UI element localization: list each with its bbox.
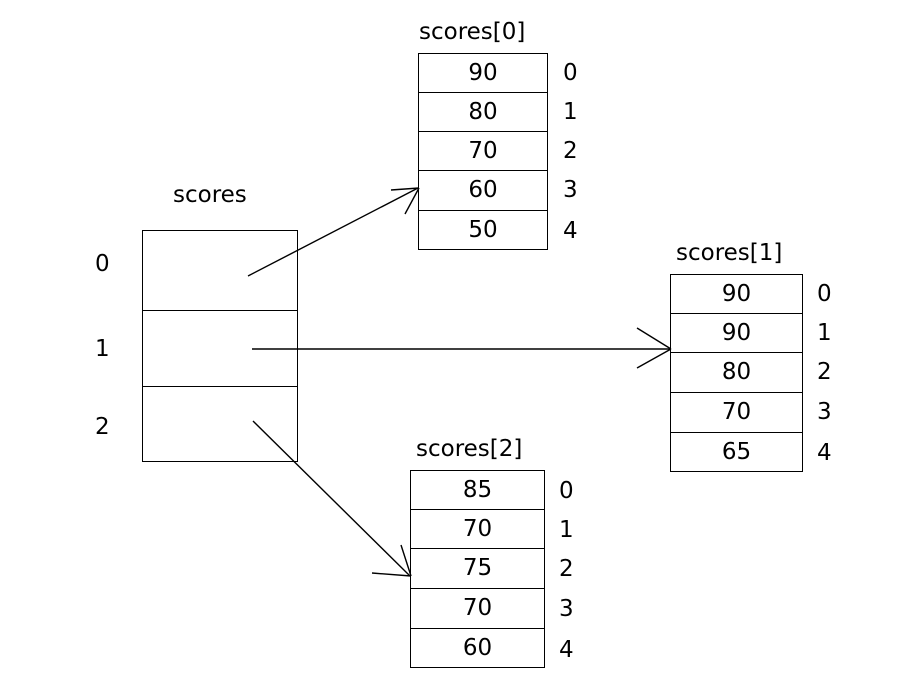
array-2-index-1: 1 bbox=[559, 517, 574, 543]
array-0-cell-4[interactable]: 50 bbox=[468, 216, 498, 243]
array-0-index-2: 2 bbox=[563, 138, 578, 164]
array-0-cell-2[interactable]: 70 bbox=[419, 132, 547, 171]
array-0-cell-0[interactable]: 90 bbox=[419, 54, 547, 93]
pointer-array-index-2: 2 bbox=[95, 414, 110, 440]
array-0-title: scores[0] bbox=[419, 19, 526, 45]
array-0-index-0: 0 bbox=[563, 60, 578, 86]
array-1-cell-0[interactable]: 90 bbox=[671, 275, 802, 314]
pointer-array-title: scores bbox=[173, 182, 247, 208]
pointer-array-index-0: 0 bbox=[95, 251, 110, 277]
array-2-index-3: 3 bbox=[559, 596, 574, 622]
array-1-index-2: 2 bbox=[817, 359, 832, 385]
array-0-index-3: 3 bbox=[563, 177, 578, 203]
array-0-cell-1[interactable]: 80 bbox=[419, 93, 547, 132]
array-0-cell-3[interactable]: 60 bbox=[419, 171, 547, 211]
array-2-index-0: 0 bbox=[559, 478, 574, 504]
array-2-cell-1[interactable]: 70 bbox=[411, 510, 544, 549]
array-0-index-4: 4 bbox=[563, 218, 578, 244]
arrow-pointer-1-to-scores1 bbox=[252, 327, 672, 369]
array-2-index-4: 4 bbox=[559, 637, 574, 663]
array-2-cell-0[interactable]: 85 bbox=[411, 471, 544, 510]
array-1-cell-4[interactable]: 65 bbox=[721, 438, 752, 465]
pointer-array-index-1: 1 bbox=[95, 336, 110, 362]
array-2-cell-2[interactable]: 75 bbox=[411, 549, 544, 589]
array-1-index-1: 1 bbox=[817, 320, 832, 346]
array-2-index-2: 2 bbox=[559, 556, 574, 582]
pointer-array-cell-1[interactable] bbox=[143, 311, 297, 387]
array-2-box: 85 70 75 70 60 bbox=[410, 470, 545, 668]
array-2-cell-4[interactable]: 60 bbox=[462, 634, 493, 661]
array-1-title: scores[1] bbox=[676, 240, 783, 266]
array-1-box: 90 90 80 70 65 bbox=[670, 274, 803, 472]
array-0-box: 90 80 70 60 50 bbox=[418, 53, 548, 250]
array-2-cell-3[interactable]: 70 bbox=[411, 589, 544, 629]
array-1-index-0: 0 bbox=[817, 281, 832, 307]
array-1-index-4: 4 bbox=[817, 440, 832, 466]
pointer-array-box bbox=[142, 230, 298, 462]
array-1-index-3: 3 bbox=[817, 399, 832, 425]
array-1-cell-1[interactable]: 90 bbox=[671, 314, 802, 353]
pointer-array-cell-2[interactable] bbox=[143, 387, 297, 461]
array-1-cell-3[interactable]: 70 bbox=[671, 393, 802, 433]
array-0-index-1: 1 bbox=[563, 99, 578, 125]
pointer-array-cell-0[interactable] bbox=[143, 231, 297, 311]
array-2-title: scores[2] bbox=[416, 436, 523, 462]
array-1-cell-2[interactable]: 80 bbox=[671, 353, 802, 393]
